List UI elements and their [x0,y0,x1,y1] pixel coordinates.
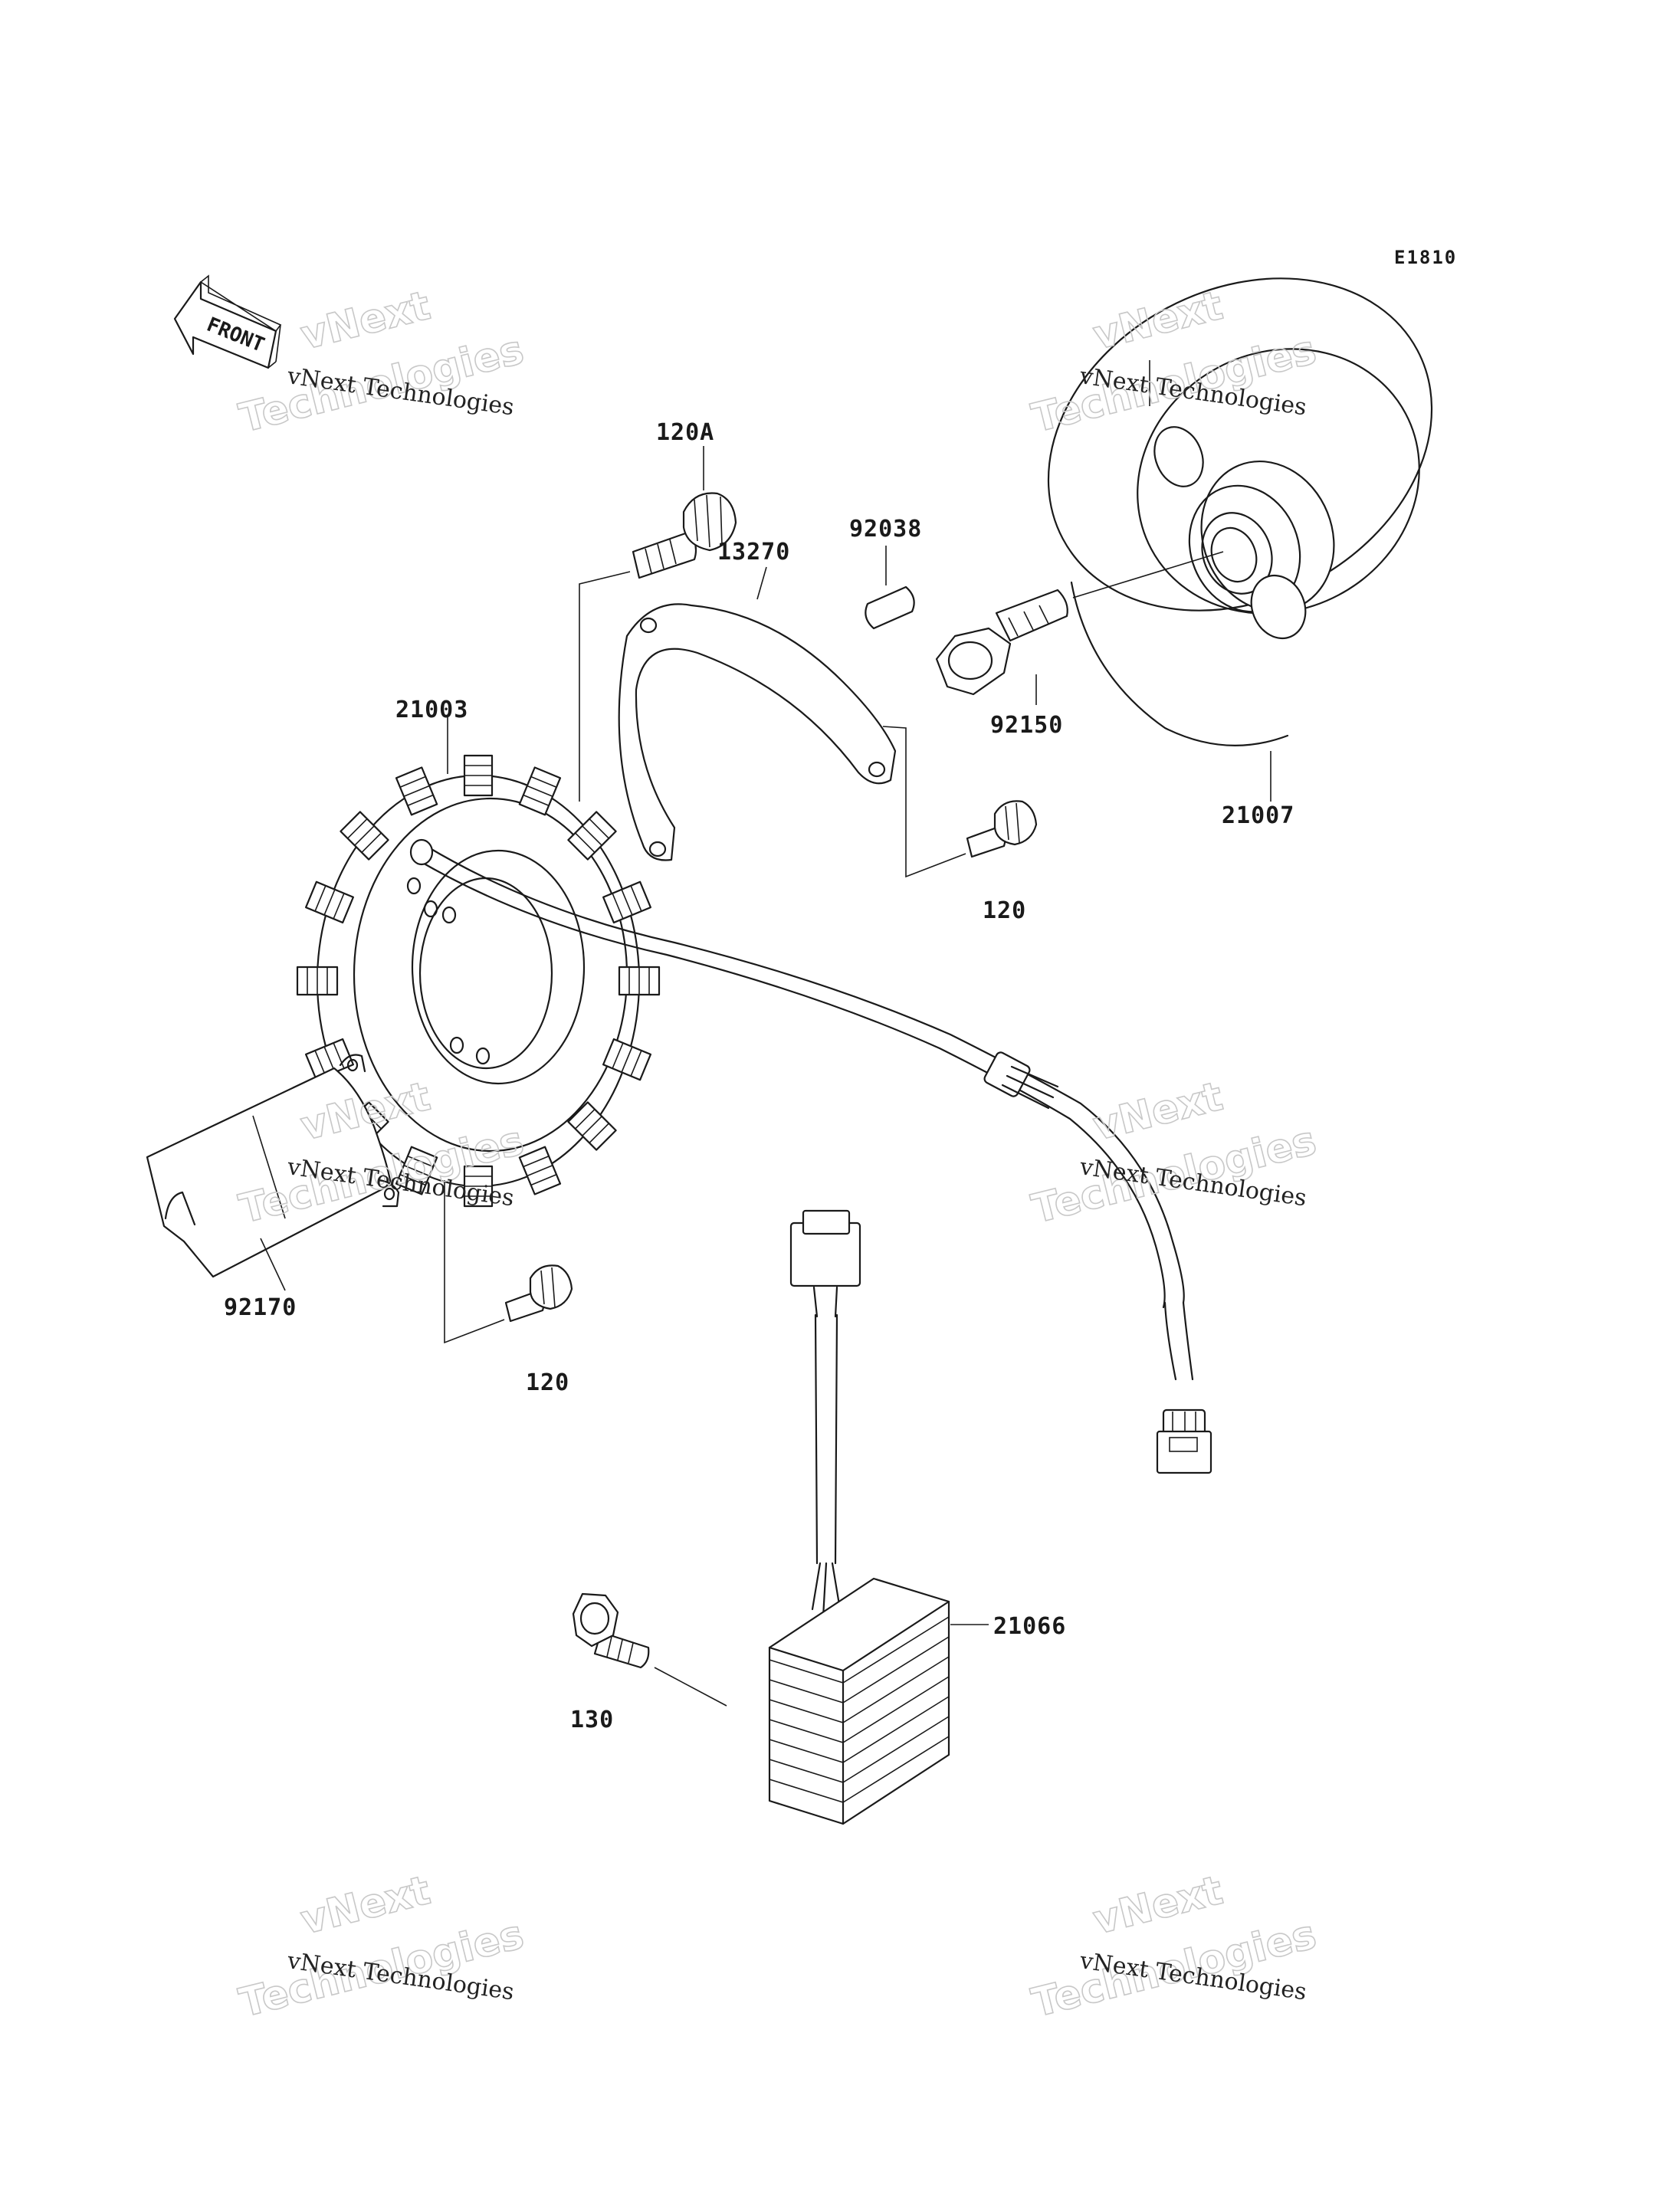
front-arrow-icon: FRONT [173,274,282,369]
regulator-fin [769,1699,844,1723]
stator-fin-line [354,825,375,846]
stator-fin-line [523,794,550,807]
stator-fin-line [582,825,602,846]
part-labels: 120A 13270 92038 21003 92150 21007 120 9… [224,419,1294,1733]
stator-fin-line [582,1116,602,1136]
svg-text:vNext: vNext [1089,1074,1228,1150]
part-label-92038: 92038 [849,516,922,543]
stator-fin-line [575,1109,596,1130]
stator-fin-line [333,893,345,920]
svg-text:vNext: vNext [297,283,435,359]
regulator-fin [769,1739,844,1763]
screw-120A [579,492,737,802]
part-label-13270: 13270 [717,539,790,566]
regulator-fin [842,1636,950,1703]
part-label-21003: 21003 [395,697,468,723]
stator-fin-line [530,776,557,789]
part-label-21066: 21066 [993,1613,1066,1640]
screw-120-bottom [444,1180,573,1344]
stator-fin-line [612,893,624,920]
regulator-fin [769,1779,844,1803]
part-label-120-top: 120 [983,897,1026,924]
regulator-fin [769,1679,844,1703]
stator-fin-line [333,1042,345,1069]
stator-fin-line [630,885,642,912]
stator-fin-line [527,785,553,798]
bolt-92150 [935,589,1068,696]
regulator-fin [842,1616,950,1684]
part-label-92170: 92170 [224,1294,297,1321]
stator-fin-line [589,818,609,839]
diagram-code: E1810 [1394,247,1457,268]
regulator-fins [768,1577,950,1825]
stator-fin-line [530,1173,557,1186]
bracket-13270 [618,603,897,861]
stator-fin-line [399,776,426,789]
stator-fin-line [527,1164,553,1177]
stator-fin-line [612,1042,624,1069]
stator-fin-line [407,1155,434,1168]
stator-fin-line [347,818,368,839]
stator-fin-line [403,1164,430,1177]
regulator-body [768,1577,950,1825]
stator-fin-line [323,889,336,916]
watermark-bottom-right: vNext Technologies vNext Technologies [1027,1867,1321,2027]
part-label-21007: 21007 [1222,802,1294,829]
stator-fin-line [407,794,434,807]
part-label-120-bottom: 120 [526,1369,569,1396]
stator-fin-line [523,1155,550,1168]
stator-fin-line [361,832,382,853]
cover-92170 [146,1054,400,1278]
regulator-fin [769,1719,844,1743]
stator-21003 [296,754,661,1208]
svg-text:vNext: vNext [297,1867,435,1944]
svg-text:vNext: vNext [1089,283,1228,359]
stator-wire-harness [409,838,1212,1474]
regulator-fin [842,1676,950,1743]
stator-fin-line [630,1050,642,1077]
watermark-top-left: vNext Technologies vNext Technologies [235,282,529,442]
watermark-bottom-left: vNext Technologies vNext Technologies [235,1867,529,2027]
stator-fin-line [314,885,326,912]
regulator-fin [769,1759,844,1783]
leader-lines [260,360,1271,1625]
regulator-fin [842,1696,950,1763]
stator-fins [296,754,661,1208]
regulator-fin [842,1656,950,1723]
stator-fin-line [575,832,596,853]
bolt-130 [572,1592,727,1707]
stator-fin-line [314,1050,326,1077]
screw-120-top [882,726,1038,878]
regulator-fin [842,1716,950,1783]
svg-text:vNext: vNext [1089,1867,1228,1944]
part-label-130: 130 [570,1707,614,1733]
regulator-21066 [768,1209,950,1825]
key-92038 [865,585,915,630]
regulator-fin [769,1659,844,1684]
stator-fin-line [399,1173,426,1186]
stator-fin-line [621,1046,633,1073]
regulator-fin [842,1736,950,1803]
stator-fin-line [403,785,430,798]
stator-fin-line [589,1123,609,1143]
part-label-120A: 120A [656,419,714,446]
watermark-top-right: vNext Technologies vNext Technologies [1027,282,1321,442]
rotor-21007 [1047,277,1433,746]
part-label-92150: 92150 [990,712,1063,739]
stator-fin-line [621,889,633,916]
